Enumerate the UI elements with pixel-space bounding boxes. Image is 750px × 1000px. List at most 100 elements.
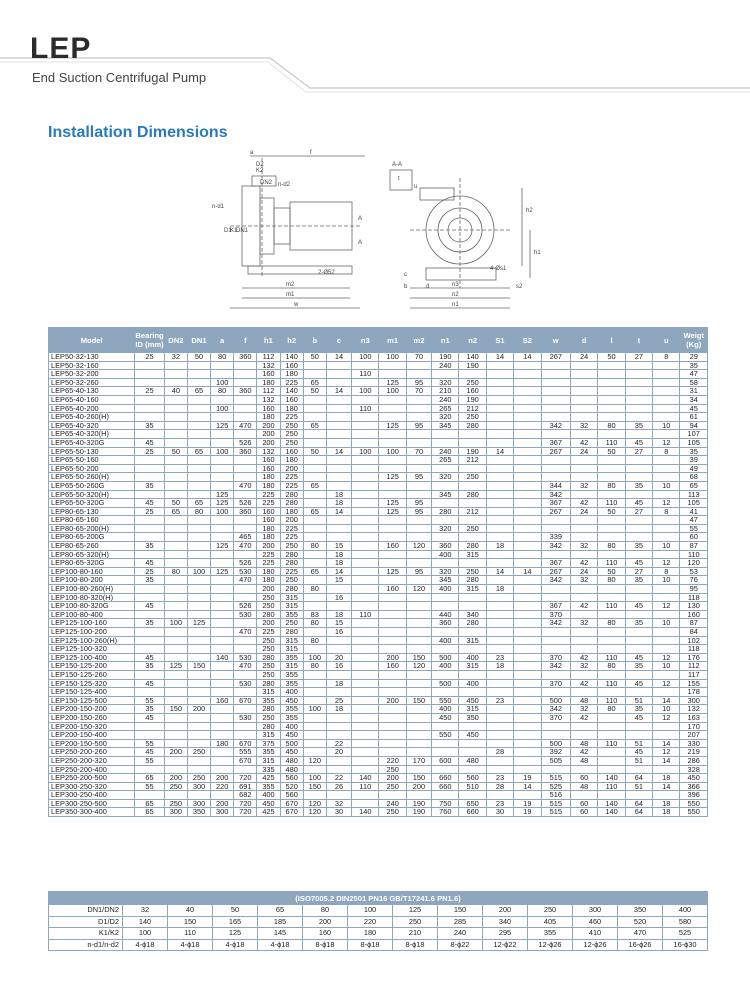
value-cell bbox=[458, 498, 487, 508]
flange-value-cell: 8-ϕ18 bbox=[302, 938, 348, 951]
value-cell: 65 bbox=[134, 807, 165, 818]
flange-value-cell: 12-ϕ26 bbox=[527, 938, 573, 951]
value-cell: 250 bbox=[458, 377, 487, 388]
value-cell: 112 bbox=[679, 661, 708, 671]
value-cell bbox=[431, 721, 460, 732]
value-cell: 355 bbox=[279, 652, 304, 663]
value-cell: 280 bbox=[256, 678, 281, 689]
value-cell bbox=[351, 661, 380, 671]
flange-value-cell: 145 bbox=[257, 927, 303, 940]
value-cell: 8 bbox=[652, 446, 681, 457]
model-cell: LEP80-65-200(H) bbox=[47, 523, 136, 534]
value-cell bbox=[351, 592, 380, 603]
value-cell bbox=[597, 635, 626, 646]
value-cell: 110 bbox=[597, 695, 626, 706]
flange-value-cell: 350 bbox=[617, 904, 663, 917]
model-cell: LEP100-80-260(H) bbox=[47, 584, 136, 594]
value-cell: 95 bbox=[405, 498, 433, 508]
value-cell bbox=[134, 627, 165, 637]
value-cell bbox=[378, 738, 407, 749]
value-cell bbox=[485, 429, 515, 439]
svg-text:m2: m2 bbox=[286, 282, 295, 288]
value-cell bbox=[485, 575, 515, 586]
flange-value-cell: 40 bbox=[167, 904, 213, 917]
value-cell bbox=[513, 386, 542, 396]
value-cell bbox=[325, 764, 353, 775]
value-cell bbox=[163, 523, 188, 534]
value-cell: 113 bbox=[679, 489, 708, 500]
value-cell: 450 bbox=[458, 730, 487, 740]
value-cell: 220 bbox=[378, 755, 407, 766]
column-header: n2 bbox=[458, 327, 487, 353]
value-cell: 45 bbox=[624, 558, 654, 568]
value-cell: 24 bbox=[569, 446, 599, 457]
value-cell: 470 bbox=[233, 480, 258, 491]
value-cell bbox=[540, 394, 572, 405]
value-cell bbox=[378, 369, 407, 379]
value-cell: 140 bbox=[279, 386, 304, 396]
value-cell: 250 bbox=[256, 635, 281, 646]
value-cell bbox=[624, 394, 654, 405]
value-cell bbox=[186, 721, 212, 732]
value-cell: 200 bbox=[378, 695, 407, 706]
value-cell bbox=[540, 644, 572, 654]
value-cell: 14 bbox=[485, 566, 515, 577]
value-cell: 526 bbox=[233, 601, 258, 611]
value-cell: 342 bbox=[540, 420, 572, 431]
value-cell bbox=[569, 609, 599, 620]
value-cell bbox=[431, 515, 460, 525]
svg-text:A: A bbox=[358, 240, 362, 246]
value-cell bbox=[134, 403, 165, 414]
value-cell: 125 bbox=[210, 420, 235, 431]
value-cell bbox=[597, 360, 626, 371]
value-cell bbox=[652, 369, 681, 379]
value-cell: 18 bbox=[325, 498, 353, 508]
value-cell: 760 bbox=[431, 807, 460, 818]
value-cell: 110 bbox=[597, 437, 626, 448]
value-cell: 691 bbox=[233, 781, 258, 792]
value-cell: 360 bbox=[431, 618, 460, 628]
value-cell bbox=[186, 712, 212, 723]
value-cell: 345 bbox=[431, 575, 460, 586]
value-cell bbox=[569, 489, 599, 500]
value-cell bbox=[378, 592, 407, 603]
flange-value-cell: 4-ϕ18 bbox=[122, 938, 168, 951]
value-cell: 360 bbox=[431, 541, 460, 551]
value-cell: 35 bbox=[134, 704, 165, 714]
value-cell: 51 bbox=[624, 781, 654, 792]
value-cell: 190 bbox=[458, 446, 487, 457]
value-cell: 250 bbox=[256, 592, 281, 603]
value-cell: 32 bbox=[569, 704, 599, 714]
value-cell bbox=[485, 506, 515, 517]
value-cell: 23 bbox=[485, 695, 515, 706]
value-cell: 250 bbox=[458, 523, 487, 534]
flange-table: (ISO7005.2 DIN2501 PN16 GB/T17241.6 PN1.… bbox=[48, 891, 708, 951]
value-cell: 29 bbox=[679, 352, 708, 362]
value-cell bbox=[325, 635, 353, 646]
value-cell bbox=[325, 377, 353, 388]
value-cell bbox=[540, 635, 572, 646]
value-cell bbox=[210, 532, 235, 543]
value-cell: 720 bbox=[233, 807, 258, 818]
value-cell bbox=[325, 437, 353, 448]
value-cell bbox=[405, 532, 433, 543]
value-cell: 660 bbox=[431, 773, 460, 783]
value-cell bbox=[431, 627, 460, 637]
value-cell: 160 bbox=[279, 394, 304, 405]
column-header: h2 bbox=[279, 327, 304, 353]
value-cell bbox=[569, 360, 599, 371]
value-cell bbox=[163, 609, 188, 620]
value-cell bbox=[351, 566, 380, 577]
value-cell bbox=[210, 635, 235, 646]
value-cell: 280 bbox=[279, 549, 304, 560]
value-cell: 480 bbox=[458, 755, 487, 766]
value-cell: 14 bbox=[652, 755, 681, 766]
model-cell: LEP200-150-400 bbox=[47, 730, 136, 740]
value-cell: 112 bbox=[256, 352, 281, 362]
value-cell: 396 bbox=[679, 790, 708, 800]
value-cell bbox=[597, 644, 626, 654]
value-cell: 35 bbox=[134, 541, 165, 551]
